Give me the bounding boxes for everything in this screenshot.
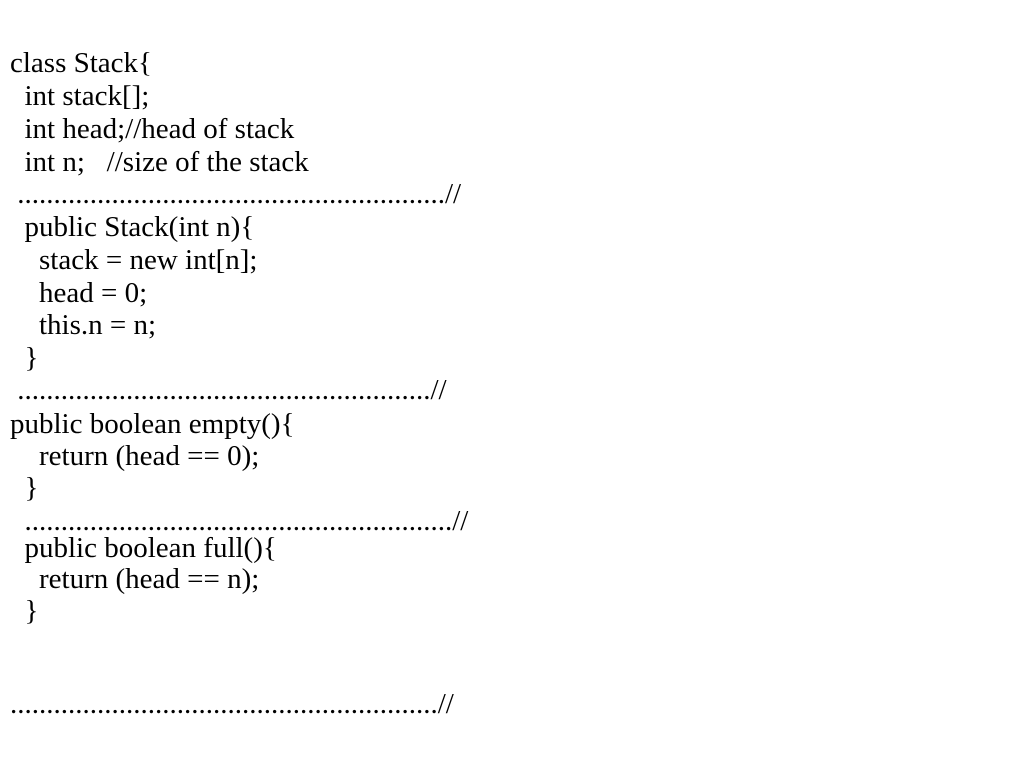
code-line-stack-array: int stack[]; [10, 80, 150, 112]
code-line-constructor-signature: public Stack(int n){ [10, 211, 255, 243]
code-line-constructor-close: } [10, 342, 39, 374]
code-line-full-signature: public boolean full(){ [10, 532, 277, 564]
code-line-dotted-separator-3: ........................................… [10, 505, 469, 537]
code-line-full-return: return (head == n); [10, 563, 260, 595]
code-line-empty-close: } [10, 472, 39, 504]
code-line-full-close: } [10, 595, 39, 627]
code-line-head-field: int head;//head of stack [10, 113, 295, 145]
code-line-empty-signature: public boolean empty(){ [10, 408, 295, 440]
code-line-stack-init: stack = new int[n]; [10, 244, 258, 276]
code-line-class-declaration: class Stack{ [10, 47, 152, 79]
code-line-dotted-separator-2: ........................................… [10, 374, 447, 406]
code-line-empty-return: return (head == 0); [10, 440, 260, 472]
code-line-size-init: this.n = n; [10, 309, 157, 341]
code-line-dotted-separator-4: ........................................… [10, 688, 454, 720]
code-line-dotted-separator-1: ........................................… [10, 178, 462, 210]
code-line-size-field: int n; //size of the stack [10, 146, 309, 178]
code-line-head-init: head = 0; [10, 277, 148, 309]
